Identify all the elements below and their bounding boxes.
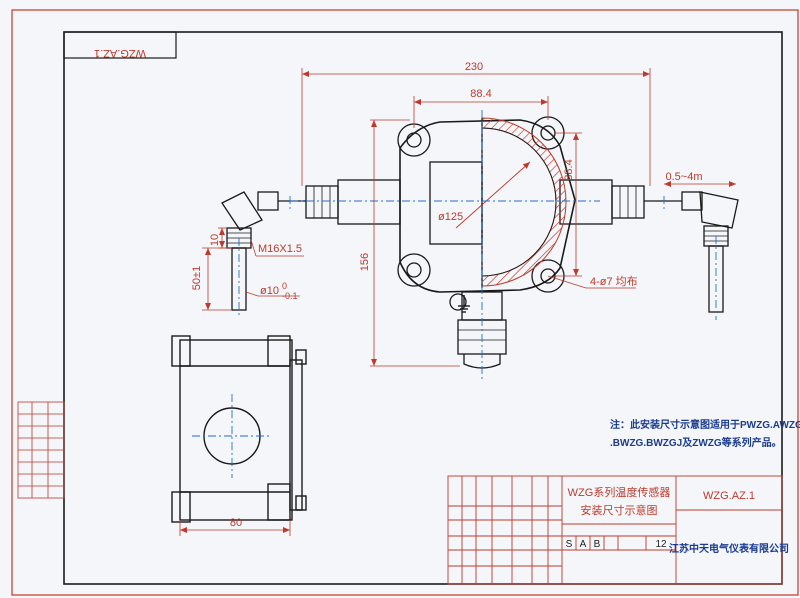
dim-holes: 4-ø7 均布 [590, 275, 638, 288]
left-elbow [221, 191, 263, 231]
base-view [171, 335, 307, 523]
ear-bottom-left [397, 253, 431, 287]
note-line-1: 注：此安装尺寸示意图适用于PWZG.AWZG [610, 418, 800, 431]
left-cable-nut [257, 191, 279, 211]
dim-height-total: 156 [359, 253, 371, 271]
base-centerlines [192, 394, 272, 478]
dim-probe-length: 50±1 [191, 266, 203, 290]
title-line-2: 安装尺寸示意图 [581, 503, 658, 517]
dim-height-center: 88.4 [563, 159, 575, 180]
right-neck [559, 179, 613, 225]
drawing-code: WZG.AZ.1 [703, 490, 755, 502]
centerlines [238, 110, 717, 380]
left-neck [337, 179, 401, 225]
ear-top-left [397, 123, 431, 157]
code-box-top-left [63, 31, 177, 59]
right-elbow [699, 191, 739, 229]
dim-thread: M16X1.5 [258, 243, 302, 255]
housing-body [399, 119, 576, 293]
ground-terminal [449, 293, 467, 311]
dim-width-total: 230 [465, 61, 483, 73]
dim-diameter: ø125 [438, 211, 463, 223]
sheet-number: 12 [655, 539, 667, 550]
sheet-letter-a: A [580, 539, 587, 550]
dim-probe-diameter: ø10 [260, 285, 279, 297]
ground-icon [458, 295, 470, 313]
dim-base-width: 80 [230, 517, 242, 529]
inner-frame [63, 31, 783, 585]
title-block [447, 475, 783, 585]
left-revision-table [17, 401, 65, 499]
right-cable-nut [681, 191, 703, 211]
title-line-1: WZG系列温度传感器 [568, 485, 671, 499]
sheet-letter-s: S [566, 539, 573, 550]
company-name: 江苏中天电气仪表有限公司 [669, 542, 789, 555]
dimension-lines [202, 68, 736, 367]
terminal-block [429, 161, 483, 245]
dim-probe-tol-upper: 0 [282, 281, 287, 291]
outer-border [11, 9, 799, 596]
base-dimension [179, 520, 291, 536]
dim-cable-length: 0.5~4m [666, 171, 703, 183]
dim-thread-length: 10 [209, 234, 221, 246]
drawing-code-mirrored: WZG.AZ.1 [94, 47, 146, 59]
sheet-letter-b: B [594, 539, 601, 550]
note-line-2: .BWZG.BWZGJ及ZWZG等系列产品。 [610, 436, 782, 449]
dim-width-center: 88.4 [470, 88, 491, 100]
dim-probe-tol-lower: -0.1 [282, 291, 298, 301]
